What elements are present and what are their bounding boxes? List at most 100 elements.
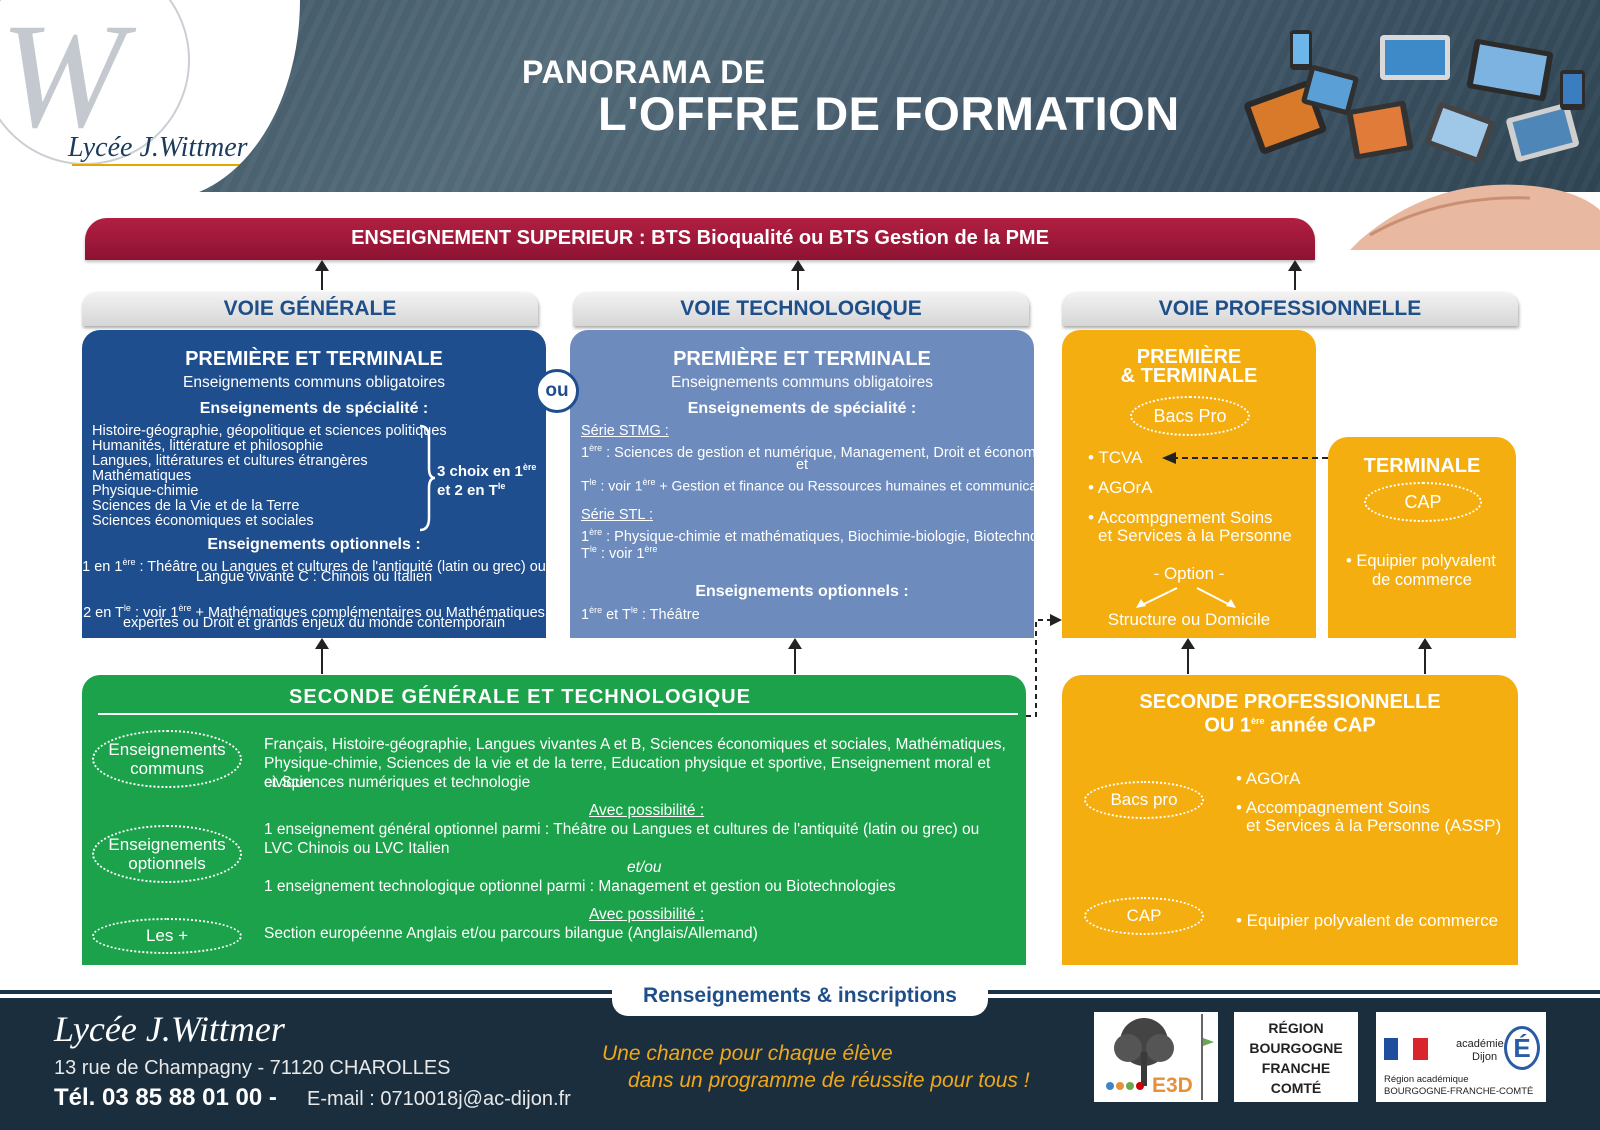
- optionnel-text: 1 enseignement technologique optionnel p…: [264, 878, 896, 895]
- pro-item: et Services à la Personne: [1098, 526, 1292, 545]
- stmg-line: Tle : voir 1ère + Gestion et finance ou …: [581, 477, 1060, 494]
- optionnel-line: 1ère et Tle : Théâtre: [581, 605, 700, 623]
- tree-icon: [1106, 1014, 1214, 1100]
- specialite-item: Mathématiques: [92, 468, 192, 484]
- slogan-line2: dans un programme de réussite pour tous …: [628, 1069, 1030, 1092]
- logo-school-name: Lycée J.Wittmer: [68, 132, 248, 163]
- arrow-up: [1288, 260, 1302, 290]
- footer-school-name: Lycée J.Wittmer: [54, 1009, 285, 1049]
- box-title: PREMIÈRE& TERMINALE: [1120, 346, 1258, 387]
- title-line1: PANORAMA DE: [522, 54, 766, 90]
- bacs-pro-oval: Bacs pro: [1084, 781, 1204, 819]
- voie-generale-box: PREMIÈRE ET TERMINALE Enseignements comm…: [82, 330, 546, 638]
- divider: [98, 713, 1018, 715]
- voie-technologique-tab: VOIE TECHNOLOGIQUE: [573, 292, 1029, 326]
- stmg-line: 1ère : Sciences de gestion et numérique,…: [581, 443, 1048, 461]
- pro-item: • Accompgnement Soins: [1088, 508, 1273, 527]
- academie-text: Région académique: [1384, 1074, 1469, 1085]
- renseignements-tab: Renseignements & inscriptions: [612, 974, 988, 1016]
- academie-logo: académie Dijon É Région académique BOURG…: [1376, 1012, 1546, 1102]
- optionnel-text: 1 enseignement général optionnel parmi :…: [264, 821, 980, 838]
- stmg-et: et: [795, 457, 809, 473]
- logo-letter: W: [0, 0, 125, 159]
- specialite-item: Sciences économiques et sociales: [92, 513, 314, 529]
- box-title: SECONDE PROFESSIONNELLE OU 1ère année CA…: [1139, 691, 1441, 737]
- academie-text: BOURGOGNE-FRANCHE-COMTÉ: [1384, 1086, 1534, 1097]
- dashed-connector: [1026, 614, 1062, 717]
- voie-professionnelle-tab: VOIE PROFESSIONNELLE: [1062, 292, 1518, 326]
- arrow-up: [1181, 638, 1195, 674]
- terminale-box: TERMINALE CAP • Equipier polyvalent de c…: [1328, 437, 1516, 638]
- arrow-up: [788, 638, 802, 674]
- specialite-title: Enseignements de spécialité :: [687, 400, 917, 417]
- optionnel-line: 2 en Tle : voir 1ère + Mathématiques com…: [83, 603, 545, 621]
- avec-possibilite: Avec possibilité :: [589, 802, 705, 819]
- specialite-item: Humanités, littérature et philosophie: [92, 438, 324, 454]
- logo-underline: [72, 164, 268, 166]
- secpro-item: • AGOrA: [1236, 769, 1301, 788]
- dashed-arrow: [1162, 452, 1328, 464]
- footer-email: E-mail : 0710018j@ac-dijon.fr: [307, 1088, 571, 1110]
- cap-oval: CAP: [1364, 482, 1482, 522]
- box-title: SECONDE GÉNÉRALE ET TECHNOLOGIQUE: [289, 686, 751, 708]
- terminale-item: • Equipier polyvalent: [1346, 552, 1496, 570]
- marianne-flag-icon: [1384, 1038, 1428, 1060]
- les-plus-text: Section européenne Anglais et/ou parcour…: [264, 925, 758, 942]
- academie-text: académie: [1456, 1038, 1504, 1050]
- region-line: RÉGION: [1268, 1020, 1324, 1036]
- communs-text: et Sciences numériques et technologie: [264, 774, 531, 791]
- choix-text: 3 choix en 1ère et 2 en Tle: [437, 462, 537, 499]
- region-line: BOURGOGNE: [1249, 1040, 1343, 1056]
- footer-address: 13 rue de Champagny - 71120 CHAROLLES: [54, 1057, 451, 1079]
- option-arrows: [1136, 587, 1236, 608]
- arrow-up: [315, 638, 329, 674]
- voie-professionnelle-box: PREMIÈRE& TERMINALE Bacs Pro • TCVA • AG…: [1062, 330, 1316, 638]
- box-title: PREMIÈRE ET TERMINALE: [185, 348, 443, 370]
- box-title: TERMINALE: [1363, 455, 1481, 477]
- optionnel-line: expertes ou Droit et grands enjeux du mo…: [122, 615, 506, 631]
- box-title: PREMIÈRE ET TERMINALE: [673, 348, 931, 370]
- pro-item: • TCVA: [1088, 448, 1143, 467]
- brace-icon: [419, 424, 436, 532]
- pro-item: • AGOrA: [1088, 478, 1153, 497]
- optionnels-title: Enseignements optionnels :: [207, 536, 421, 553]
- arrow-up: [791, 260, 805, 290]
- seconde-pro-box: SECONDE PROFESSIONNELLE OU 1ère année CA…: [1062, 675, 1518, 965]
- academie-e-icon: É: [1504, 1026, 1540, 1070]
- option-label: - Option -: [1153, 564, 1225, 583]
- e3d-text: E3D: [1152, 1074, 1193, 1097]
- academie-text: Dijon: [1472, 1051, 1498, 1063]
- specialite-title: Enseignements de spécialité :: [199, 400, 429, 417]
- specialite-item: Langues, littératures et cultures étrang…: [92, 453, 368, 469]
- e3d-logo: E3D: [1094, 1012, 1218, 1102]
- avec-possibilite: Avec possibilité :: [589, 906, 705, 923]
- ou-badge: ou: [535, 369, 579, 413]
- cap-oval: CAP: [1084, 897, 1204, 935]
- voie-technologique-box: PREMIÈRE ET TERMINALE Enseignements comm…: [570, 330, 1069, 638]
- enseignement-superieur-bar: ENSEIGNEMENT SUPERIEUR : BTS Bioqualité …: [85, 218, 1315, 260]
- devices-illustration: [1244, 30, 1600, 250]
- stl-label: Série STL :: [581, 507, 653, 523]
- region-line: COMTÉ: [1270, 1080, 1322, 1096]
- stl-line: 1ère : Physique-chimie et mathématiques,…: [581, 527, 1069, 545]
- communs-text: Enseignements communs obligatoires: [671, 374, 933, 391]
- bacs-pro-oval: Bacs Pro: [1130, 396, 1250, 436]
- specialite-item: Physique-chimie: [92, 483, 199, 499]
- secpro-item: • Equipier polyvalent de commerce: [1236, 911, 1499, 930]
- option-value: Structure ou Domicile: [1107, 610, 1271, 629]
- terminale-item: de commerce: [1372, 571, 1472, 589]
- secpro-item: et Services à la Personne (ASSP): [1246, 816, 1502, 835]
- communs-text: Français, Histoire-géographie, Langues v…: [264, 736, 1006, 753]
- secpro-item: • Accompagnement Soins: [1236, 798, 1431, 817]
- communs-text: Enseignements communs obligatoires: [183, 374, 445, 391]
- seconde-generale-box: SECONDE GÉNÉRALE ET TECHNOLOGIQUE Enseig…: [82, 675, 1026, 965]
- etou-text: et/ou: [627, 859, 662, 876]
- optionnels-title: Enseignements optionnels :: [695, 583, 909, 600]
- arrow-up: [315, 260, 329, 290]
- optionnel-line: 1 en 1ère : Théâtre ou Langues et cultur…: [82, 557, 546, 575]
- title-line2: L'OFFRE DE FORMATION: [598, 87, 1180, 140]
- stl-line: Tle : voir 1ère: [581, 544, 658, 562]
- region-line: FRANCHE: [1261, 1060, 1331, 1076]
